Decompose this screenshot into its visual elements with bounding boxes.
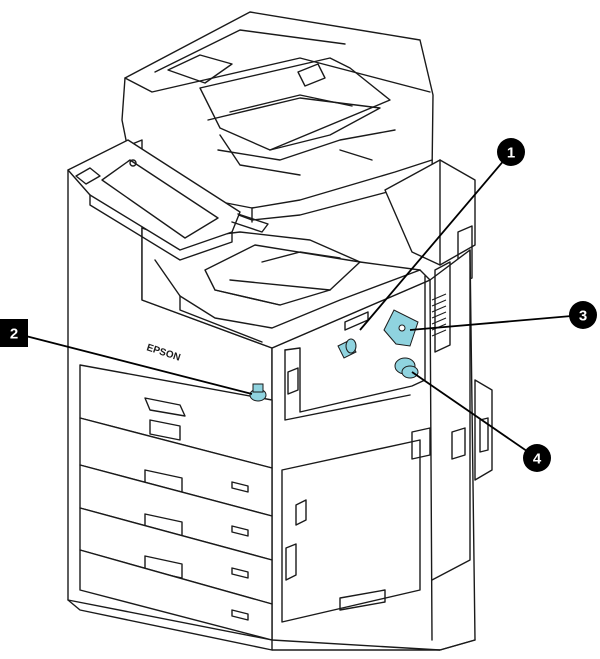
svg-text:2: 2 bbox=[10, 326, 18, 343]
svg-text:3: 3 bbox=[579, 308, 587, 325]
leader-line-3 bbox=[409, 314, 584, 331]
leader-line-2 bbox=[13, 332, 253, 395]
callout-1: 1 bbox=[497, 138, 525, 166]
leader-line-1 bbox=[359, 151, 512, 331]
callout-3: 3 bbox=[569, 301, 597, 329]
paper-cassettes bbox=[79, 364, 273, 641]
roller-2 bbox=[249, 383, 267, 402]
callout-4: 4 bbox=[523, 444, 551, 472]
roller-3 bbox=[383, 309, 419, 347]
svg-text:1: 1 bbox=[507, 145, 515, 162]
svg-text:4: 4 bbox=[533, 451, 542, 468]
roller-4 bbox=[394, 357, 419, 379]
callout-2: 2 bbox=[0, 319, 28, 347]
leader-line-4 bbox=[411, 371, 538, 459]
roller-1 bbox=[337, 338, 357, 359]
printer-illustration: EPSON bbox=[67, 11, 493, 651]
control-panel bbox=[67, 139, 269, 261]
